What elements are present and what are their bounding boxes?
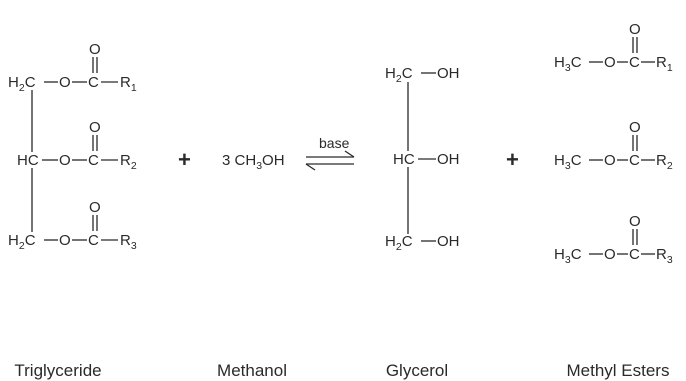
r-group-label: R2 xyxy=(120,152,137,172)
plus-sign: + xyxy=(506,147,519,172)
carbonyl-carbon-label: C xyxy=(629,246,640,263)
oxygen-label: O xyxy=(59,232,71,249)
triglyceride-caption: Triglyceride xyxy=(14,361,101,380)
triglyceride-row-2: HC O C O R2 xyxy=(17,119,137,172)
methyl-esters-caption: Methyl Esters xyxy=(567,361,670,380)
forward-arrow-head xyxy=(344,150,355,158)
r-group-label: R1 xyxy=(120,74,137,94)
carbonyl-oxygen-label: O xyxy=(89,119,101,136)
glycerol-row-1: H2C OH xyxy=(385,65,460,85)
oxygen-label: O xyxy=(604,246,616,263)
methyl-esters-structure: H3C O C O R1 H3C O C O R2 H3C O xyxy=(554,21,673,266)
glycerol-row-2: HC OH xyxy=(393,151,460,168)
methyl-ester-row-1: H3C O C O R1 xyxy=(554,21,673,74)
plus-sign: + xyxy=(178,147,191,172)
oxygen-label: O xyxy=(604,152,616,169)
methyl-ester-row-3: H3C O C O R3 xyxy=(554,213,673,266)
carbonyl-oxygen-label: O xyxy=(629,213,641,230)
triglyceride-structure: H2C O C O R1 HC O C O R2 H2C xyxy=(8,41,137,252)
methyl-ester-row-2: H3C O C O R2 xyxy=(554,119,673,172)
oxygen-label: O xyxy=(604,54,616,71)
carbonyl-oxygen-label: O xyxy=(89,41,101,58)
triglyceride-row-1: H2C O C O R1 xyxy=(8,41,137,94)
hydroxyl-label: OH xyxy=(437,65,460,82)
catalyst-label: base xyxy=(319,135,350,151)
methyl-label: H3C xyxy=(554,152,582,172)
carbon-label: H2C xyxy=(8,74,36,94)
methyl-label: H3C xyxy=(554,246,582,266)
r-group-label: R1 xyxy=(656,54,673,74)
oxygen-label: O xyxy=(59,152,71,169)
carbonyl-oxygen-label: O xyxy=(89,199,101,216)
carbon-label: HC xyxy=(393,151,415,168)
carbonyl-carbon-label: C xyxy=(88,232,99,249)
carbonyl-carbon-label: C xyxy=(629,54,640,71)
methanol-caption: Methanol xyxy=(217,361,287,380)
r-group-label: R3 xyxy=(656,246,673,266)
carbonyl-carbon-label: C xyxy=(629,152,640,169)
oxygen-label: O xyxy=(59,74,71,91)
hydroxyl-label: OH xyxy=(437,151,460,168)
carbon-label: HC xyxy=(17,152,39,169)
methanol-formula: 3 CH3OH xyxy=(222,152,285,172)
methyl-label: H3C xyxy=(554,54,582,74)
carbonyl-carbon-label: C xyxy=(88,74,99,91)
glycerol-row-3: H2C OH xyxy=(385,233,460,253)
equilibrium-arrow: base xyxy=(305,135,355,171)
carbonyl-oxygen-label: O xyxy=(629,21,641,38)
triglyceride-row-3: H2C O C O R3 xyxy=(8,199,137,252)
carbon-label: H2C xyxy=(385,233,413,253)
carbonyl-carbon-label: C xyxy=(88,152,99,169)
carbonyl-oxygen-label: O xyxy=(629,119,641,136)
glycerol-structure: H2C OH HC OH H2C OH xyxy=(385,65,460,253)
hydroxyl-label: OH xyxy=(437,233,460,250)
glycerol-caption: Glycerol xyxy=(386,361,448,380)
carbon-label: H2C xyxy=(8,232,36,252)
carbon-label: H2C xyxy=(385,65,413,85)
r-group-label: R3 xyxy=(120,232,137,252)
reverse-arrow-head xyxy=(305,163,316,171)
r-group-label: R2 xyxy=(656,152,673,172)
